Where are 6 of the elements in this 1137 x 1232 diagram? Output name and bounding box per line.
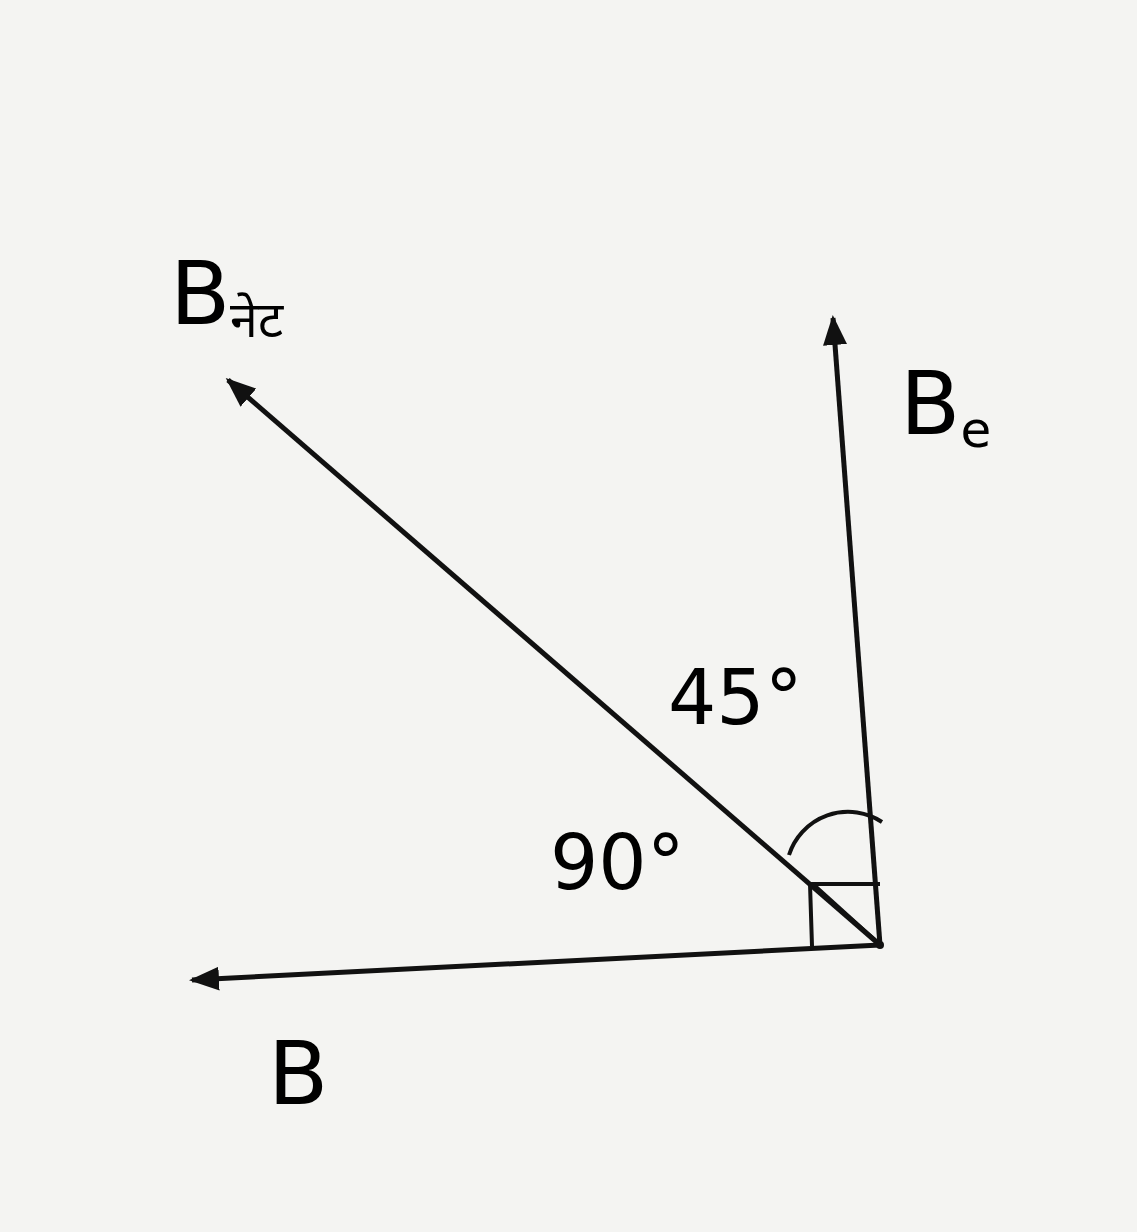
- angle-label: 45°: [668, 660, 803, 736]
- vector-label: B$_{नेट}$: [170, 250, 284, 338]
- vector-label: B: [268, 1030, 329, 1118]
- angle-label: 90°: [550, 825, 685, 901]
- vector-label: B$_{e}$: [900, 360, 992, 448]
- origin-point: [876, 941, 884, 949]
